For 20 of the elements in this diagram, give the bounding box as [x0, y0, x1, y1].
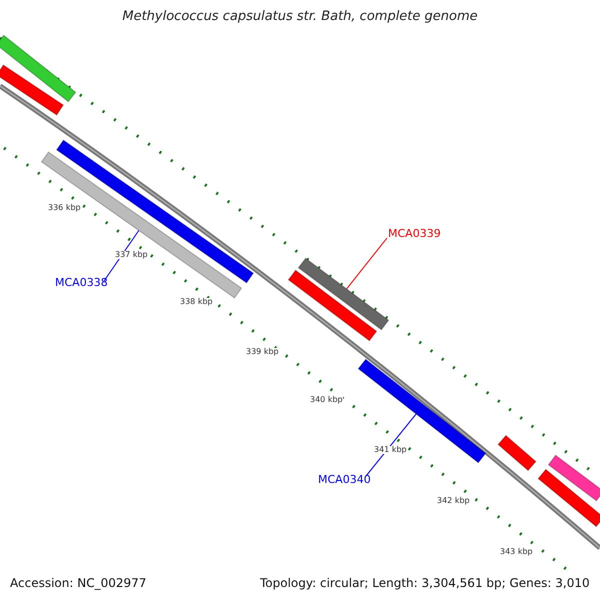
- gene-label: MCA0339: [388, 228, 441, 239]
- gene-feature: [298, 258, 390, 330]
- scale-label: 337 kbp: [115, 251, 148, 259]
- gene-feature: [358, 358, 486, 464]
- scale-label: 341 kbp: [374, 446, 407, 454]
- scale-label: 339 kbp: [246, 348, 279, 356]
- scale-label: 343 kbp: [500, 548, 533, 556]
- footer-text: Topology: circular; Length: 3,304,561 bp; Genes: 3,010: [260, 577, 590, 589]
- gene-label: MCA0338: [55, 277, 108, 288]
- scale-label: 336 kbp: [48, 204, 81, 212]
- gene-label: MCA0340: [318, 474, 371, 485]
- scale-label: 338 kbp: [180, 298, 213, 306]
- footer-text: Accession: NC_002977: [10, 577, 146, 589]
- leader-line: [346, 238, 388, 290]
- scale-label: 342 kbp: [437, 497, 470, 505]
- scale-label: 340 kbp: [310, 396, 343, 404]
- title: Methylococcus capsulatus str. Bath, complete genome: [121, 10, 479, 23]
- gene-feature: [40, 151, 242, 299]
- leader-line: [366, 414, 417, 476]
- leader-line: [104, 230, 140, 282]
